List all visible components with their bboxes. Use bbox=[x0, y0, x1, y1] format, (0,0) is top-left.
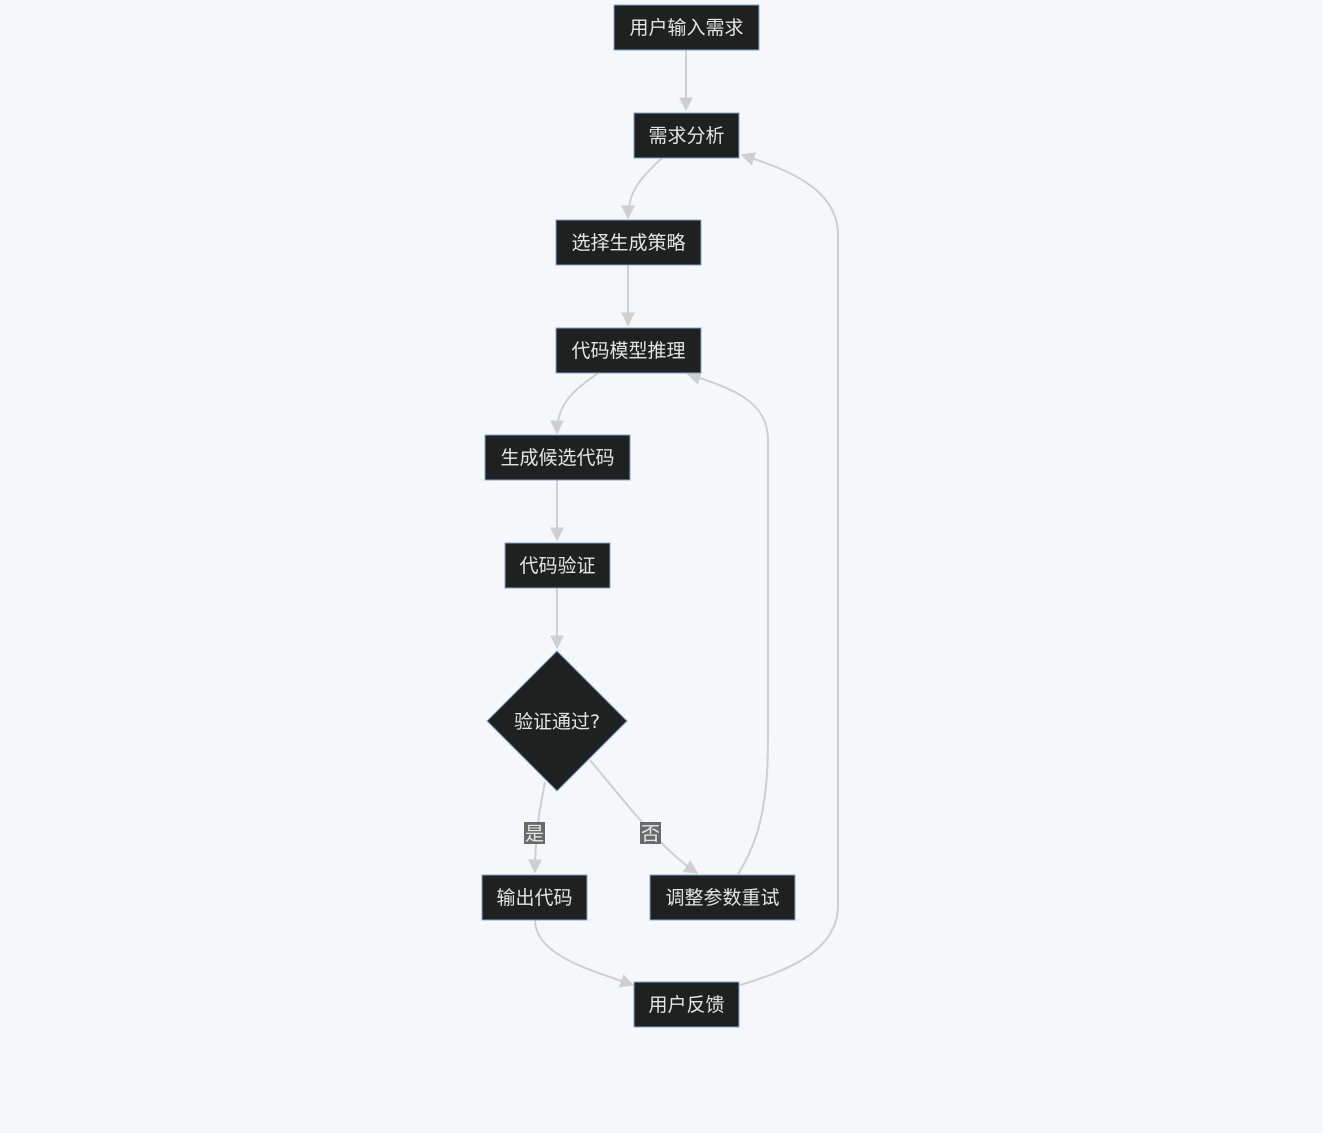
edge-label-no: 否 bbox=[640, 822, 661, 845]
node-verify: 代码验证 bbox=[504, 542, 611, 589]
edge-retry-to-inference bbox=[686, 371, 769, 875]
edge-label-yes: 是 bbox=[524, 822, 545, 845]
edge-label-yes-text: 是 bbox=[525, 823, 544, 845]
node-decision: 验证通过? bbox=[486, 650, 628, 792]
node-feedback-label: 用户反馈 bbox=[648, 994, 724, 1016]
edge-analysis-to-strategy bbox=[621, 157, 663, 220]
node-candidates-label: 生成候选代码 bbox=[500, 447, 614, 469]
edge-feedback-to-analysis bbox=[739, 152, 839, 986]
node-retry-label: 调整参数重试 bbox=[665, 887, 779, 909]
node-input: 用户输入需求 bbox=[613, 4, 760, 51]
node-output: 输出代码 bbox=[481, 874, 588, 921]
node-verify-label: 代码验证 bbox=[519, 555, 595, 577]
edge-decision-to-retry bbox=[589, 759, 699, 874]
edge-label-no-text: 否 bbox=[641, 823, 660, 845]
node-feedback: 用户反馈 bbox=[633, 981, 740, 1028]
edges bbox=[528, 50, 839, 988]
node-candidates: 生成候选代码 bbox=[484, 434, 631, 481]
node-inference: 代码模型推理 bbox=[555, 327, 702, 374]
node-retry: 调整参数重试 bbox=[649, 874, 796, 921]
node-inference-label: 代码模型推理 bbox=[571, 340, 685, 362]
node-decision-label: 验证通过? bbox=[514, 711, 600, 733]
node-strategy-label: 选择生成策略 bbox=[571, 232, 685, 254]
edge-inference-to-candidates bbox=[550, 372, 599, 435]
node-output-label: 输出代码 bbox=[496, 887, 572, 909]
node-analysis-label: 需求分析 bbox=[648, 125, 724, 147]
node-analysis: 需求分析 bbox=[633, 112, 740, 159]
node-input-label: 用户输入需求 bbox=[629, 17, 743, 39]
edge-output-to-feedback bbox=[534, 919, 635, 988]
node-strategy: 选择生成策略 bbox=[555, 219, 702, 266]
